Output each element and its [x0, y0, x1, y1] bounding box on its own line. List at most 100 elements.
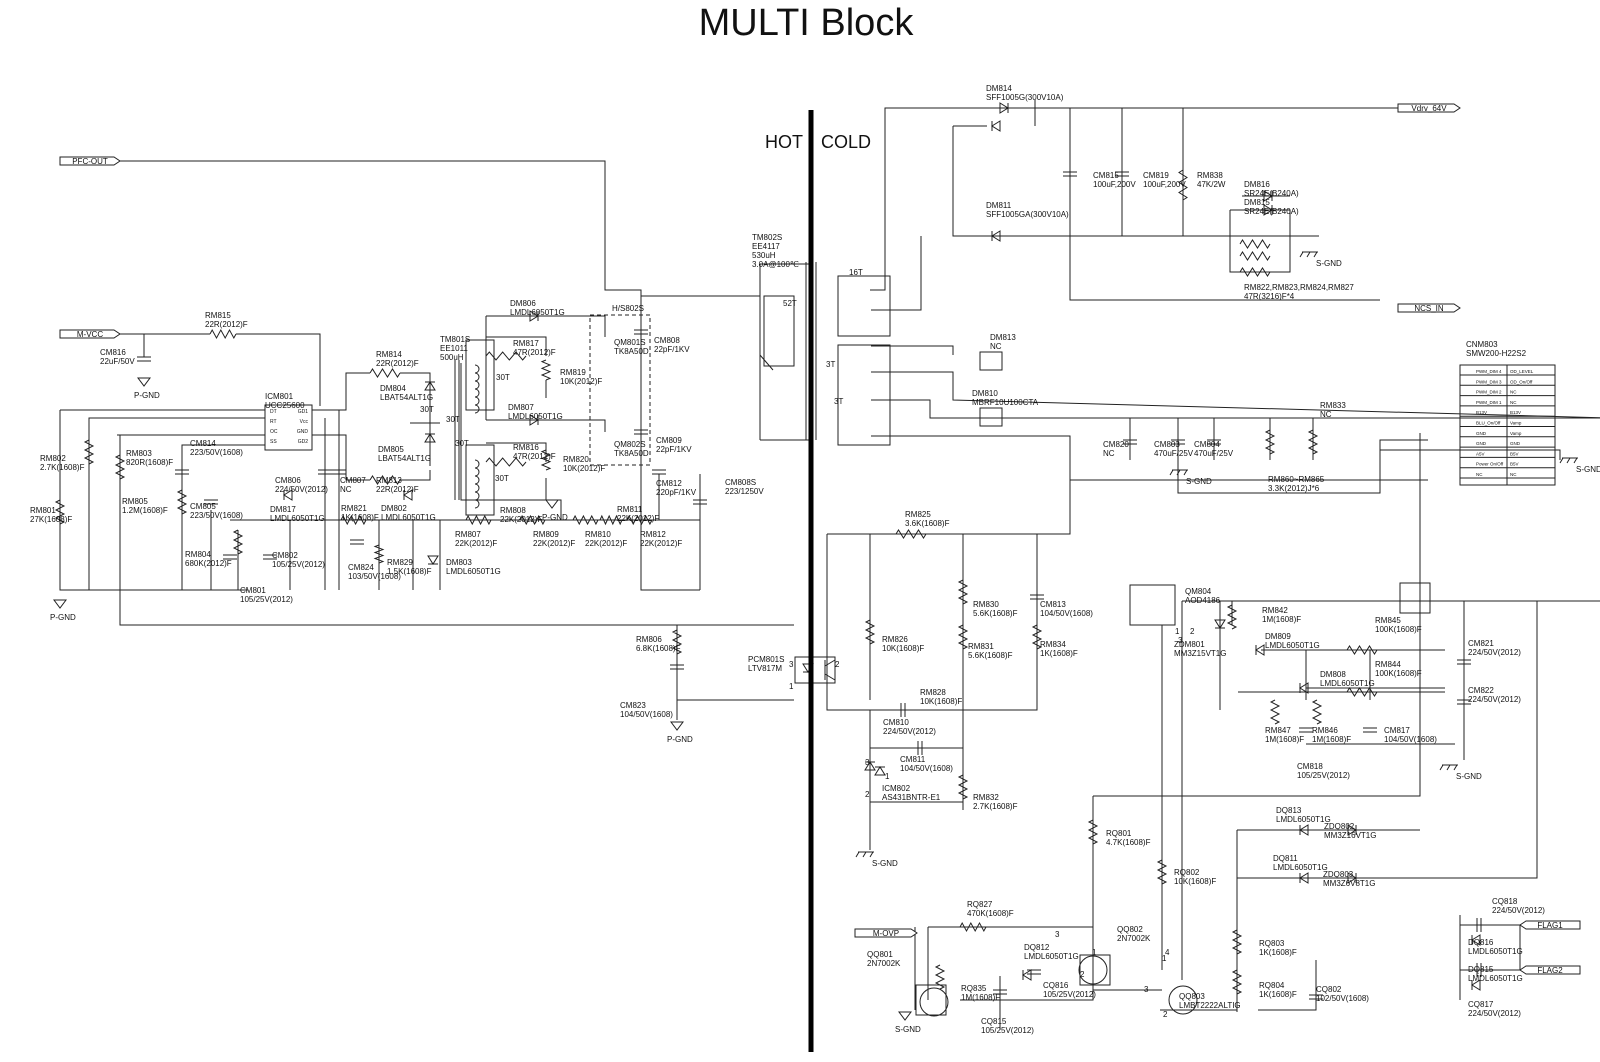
- resistor-h-14: [895, 529, 927, 539]
- wire-93: [1380, 449, 1561, 460]
- component-label-53: 3T: [834, 397, 844, 406]
- diode-v-1: [424, 433, 436, 443]
- component-symbols: [54, 102, 1482, 1017]
- cnm803-right-1: OD_On/Off: [1510, 379, 1533, 384]
- component-box-11: [915, 984, 947, 1016]
- component-label-116: DQ815 LMDL6050T1G: [1468, 965, 1523, 983]
- port-arrow-0: [59, 156, 121, 166]
- component-label-8: CM805 223/50V(1608): [190, 502, 243, 520]
- resistor-v-13: [957, 774, 969, 800]
- component-label-66: DM810 MBRF10U100CTA: [972, 389, 1039, 407]
- diode-17: [1022, 969, 1032, 981]
- component-label-86: ZDM801 MM3Z15VT1G: [1174, 640, 1227, 658]
- component-label-50: 52T: [783, 299, 797, 308]
- component-label-71: RM860~RM865 3.3K(2012)J*6: [1268, 475, 1325, 493]
- component-label-14: CM807 NC: [340, 476, 366, 494]
- diode-10: [1299, 682, 1309, 694]
- coil-a-4: [474, 396, 480, 406]
- component-label-115: DQ816 LMDL6050T1G: [1468, 938, 1523, 956]
- capacitor-14: [1063, 171, 1077, 177]
- component-label-17: CM824 103/50V(1608): [348, 563, 401, 581]
- coil-a-2: [474, 380, 480, 390]
- resistor-v-18: [1087, 819, 1099, 845]
- ground-symbol-3: [670, 721, 684, 731]
- wire-42: [871, 236, 922, 311]
- component-label-84: QM804 AOD4186: [1185, 587, 1221, 605]
- component-label-90: RM844 100K(1608)F: [1375, 660, 1422, 678]
- component-label-108: CQ816 105/25V(2012): [1043, 981, 1096, 999]
- capacitor-21: [1299, 727, 1313, 733]
- wire-network: [59, 100, 1600, 1030]
- ground-label-7: S-GND: [1576, 465, 1600, 474]
- component-label-40: CM809 22pF/1KV: [656, 436, 692, 454]
- port-arrow-4: [854, 928, 918, 938]
- opto-transistor: [824, 659, 836, 681]
- pin-number-1: 1: [885, 772, 890, 781]
- coil-b-0: [474, 459, 480, 469]
- shunt-regulator: [864, 761, 876, 771]
- ground-label-0: P-GND: [134, 391, 160, 400]
- component-label-51: 16T: [849, 268, 863, 277]
- pin-number-4: 1: [789, 682, 794, 691]
- ground-symbol-7: [1559, 457, 1578, 464]
- diode-13: [1299, 872, 1309, 884]
- component-label-106: RQ835 1M(1608)F: [961, 984, 1001, 1002]
- coil-b-3: [474, 483, 480, 493]
- port-arrow-6: [1519, 965, 1581, 975]
- diode-14: [1347, 872, 1357, 884]
- component-label-43: RM808 22K(2012)F: [500, 506, 543, 524]
- resistor-v-12: [1031, 624, 1043, 650]
- wire-89: [1258, 960, 1317, 1011]
- coil-a-0: [474, 364, 480, 374]
- cnm803-right-3: NC: [1510, 400, 1517, 405]
- pin-number-10: 1: [1175, 627, 1180, 636]
- transformer-core-1: [454, 360, 460, 500]
- wire-26: [486, 442, 547, 462]
- component-label-31: RM817 47R(2012)F: [513, 339, 556, 357]
- wire-1: [120, 333, 321, 406]
- pin-number-0: 3: [865, 758, 870, 767]
- component-label-7: RM805 1.2M(1608)F: [122, 497, 168, 515]
- component-label-112: RQ804 1K(1608)F: [1259, 981, 1297, 999]
- component-label-33: DM807 LMDL6050T1G: [508, 403, 563, 421]
- icm801-pin-2-right: GND: [297, 429, 309, 435]
- resistor-v-8: [671, 629, 683, 655]
- component-box-4: [763, 295, 795, 367]
- coil-a-1: [474, 372, 480, 382]
- component-label-85: RM842 1M(1608)F: [1262, 606, 1302, 624]
- component-box-0: [465, 339, 495, 411]
- resistor-v-14: [1178, 169, 1188, 201]
- component-label-36: H/S802S: [612, 304, 645, 313]
- component-label-49: TM802S EE4117 530uH 3.0A@100℃: [752, 233, 799, 269]
- cnm803-right-0: OD_LEVEL: [1510, 369, 1534, 374]
- diode-1: [403, 489, 413, 501]
- resistor-v-22: [934, 964, 946, 990]
- cnm803-right-6: Vamp: [1510, 431, 1522, 436]
- pin-number-3: 3: [789, 660, 794, 669]
- wire-82: [1237, 601, 1538, 879]
- component-label-101: RQ801 4.7K(1608)F: [1106, 829, 1151, 847]
- resistor-v-9: [864, 619, 876, 645]
- cnm803-left-3: PWM_DIM 1: [1476, 400, 1502, 405]
- component-label-109: CQ815 105/25V(2012): [981, 1017, 1034, 1035]
- resistor-v-24: [1311, 699, 1323, 725]
- pin-number-12: 3: [1178, 636, 1183, 645]
- component-label-52: 3T: [826, 360, 836, 369]
- diode-v-0: [424, 381, 436, 391]
- component-label-16: DM802 LMDL6050T1G: [381, 504, 436, 522]
- resistor-h-2: [369, 475, 401, 485]
- capacitor-10: [652, 469, 666, 475]
- port-label-5: FLAG1: [1537, 921, 1563, 930]
- ground-label-6: S-GND: [1456, 772, 1482, 781]
- resistor-h-7: [626, 514, 653, 526]
- pin-number-7: 1: [1162, 954, 1167, 963]
- component-label-60: CM819 100uF,200V: [1143, 171, 1186, 189]
- ground-label-3: P-GND: [667, 735, 693, 744]
- component-label-80: CM810 224/50V(2012): [883, 718, 936, 736]
- resistor-h-11: [1239, 239, 1271, 249]
- component-label-74: RM830 5.6K(1608)F: [973, 600, 1018, 618]
- ground-symbols: P-GNDP-GNDP-GNDP-GNDS-GNDS-GNDS-GNDS-GND…: [50, 251, 1600, 1034]
- cold-side-label: COLD: [821, 132, 872, 152]
- component-label-68: CM803 470uF/25V: [1154, 440, 1194, 458]
- resistor-h-15: [1346, 645, 1378, 655]
